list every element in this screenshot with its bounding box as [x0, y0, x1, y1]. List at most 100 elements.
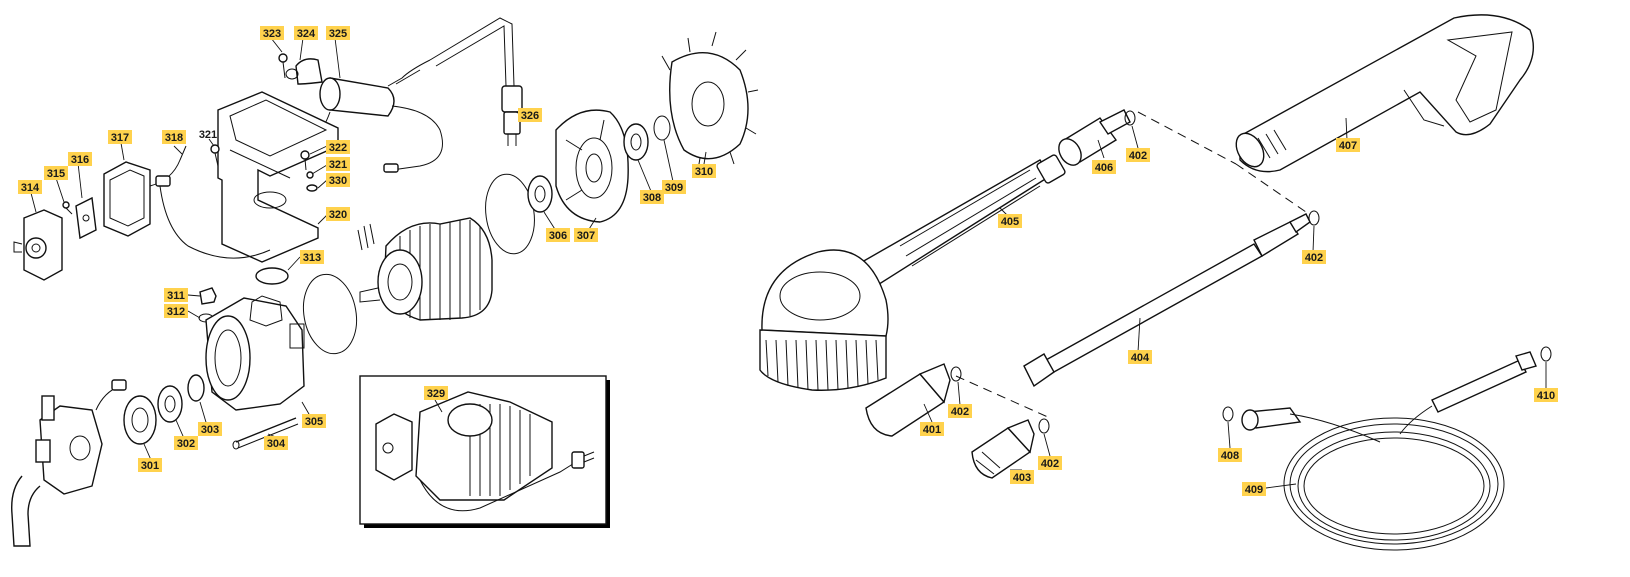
- label-402-nozzle-b: 402: [1038, 456, 1062, 470]
- svg-text:402: 402: [1041, 458, 1059, 470]
- label-315: 315: [44, 166, 68, 180]
- label-318: 318: [162, 130, 186, 144]
- switch-knob-314: [13, 209, 63, 281]
- svg-text:315: 315: [47, 168, 65, 180]
- label-329: 329: [424, 386, 448, 400]
- end-flange-307: [555, 109, 629, 223]
- screw-323: [278, 53, 288, 79]
- svg-text:406: 406: [1095, 162, 1113, 174]
- capacitor-clamp-part: [285, 58, 323, 85]
- lance-404: [1023, 213, 1311, 388]
- label-409: 409: [1242, 482, 1266, 496]
- svg-text:402: 402: [1129, 150, 1147, 162]
- label-310: 310: [692, 164, 716, 178]
- label-323: 323: [260, 26, 284, 40]
- screw-321: [210, 144, 220, 167]
- motor-stator-part: [357, 217, 493, 321]
- label-305: 305: [302, 414, 326, 428]
- label-406: 406: [1092, 160, 1116, 174]
- svg-text:310: 310: [695, 166, 713, 178]
- svg-text:329: 329: [427, 388, 445, 400]
- label-402-top: 402: [1126, 148, 1150, 162]
- svg-text:304: 304: [267, 438, 286, 450]
- accessories-assembly: [759, 14, 1552, 551]
- label-301: 301: [138, 458, 162, 472]
- label-402-lance: 402: [1302, 250, 1326, 264]
- o-ring-large: [302, 273, 358, 355]
- fan-310: [661, 31, 759, 171]
- svg-text:402: 402: [951, 406, 969, 418]
- svg-text:404: 404: [1131, 352, 1150, 364]
- pump-head-part: [11, 379, 127, 547]
- rotary-brush-405: [759, 154, 1066, 391]
- label-311: 311: [164, 288, 188, 302]
- o-ring-402-d: [1038, 418, 1050, 434]
- svg-text:402: 402: [1305, 252, 1323, 264]
- label-309: 309: [662, 180, 686, 194]
- pump-housing-305: [205, 295, 305, 411]
- label-405: 405: [998, 214, 1022, 228]
- ring-309: [653, 115, 671, 141]
- svg-text:302: 302: [177, 438, 195, 450]
- label-307: 307: [574, 228, 598, 242]
- bearing-302: [157, 385, 183, 423]
- svg-text:305: 305: [305, 416, 323, 428]
- hose-409: [1241, 351, 1537, 551]
- svg-text:321: 321: [199, 129, 217, 141]
- svg-text:326: 326: [521, 110, 539, 122]
- assembled-unit-inset: [359, 375, 610, 528]
- label-321: 321: [326, 157, 350, 171]
- svg-text:307: 307: [577, 230, 595, 242]
- label-308: 308: [640, 190, 664, 204]
- o-ring-402-b: [1308, 210, 1320, 226]
- svg-text:407: 407: [1339, 140, 1357, 152]
- o-ring-410: [1540, 346, 1552, 362]
- svg-text:306: 306: [549, 230, 567, 242]
- motor-pump-assembly: [11, 17, 759, 547]
- label-404: 404: [1128, 350, 1152, 364]
- svg-text:317: 317: [111, 132, 129, 144]
- label-402-nozzle-a: 402: [948, 404, 972, 418]
- label-304: 304: [264, 436, 288, 450]
- label-407: 407: [1336, 138, 1360, 152]
- nozzle-403: [971, 419, 1035, 479]
- seal-308: [623, 123, 649, 161]
- svg-text:301: 301: [141, 460, 159, 472]
- power-cord-part: [387, 17, 523, 146]
- label-324: 324: [294, 26, 318, 40]
- label-322: 322: [326, 140, 350, 154]
- svg-text:318: 318: [165, 132, 183, 144]
- svg-text:316: 316: [71, 154, 89, 166]
- switch-part: [103, 145, 271, 259]
- label-316: 316: [68, 152, 92, 166]
- label-306: 306: [546, 228, 570, 242]
- screw-315: [62, 201, 73, 215]
- wobble-plate-301: [123, 395, 157, 445]
- label-403: 403: [1010, 470, 1034, 484]
- label-314: 314: [18, 180, 42, 194]
- label-313: 313: [300, 250, 324, 264]
- svg-text:321: 321: [329, 159, 347, 171]
- ring-303: [187, 374, 205, 402]
- svg-text:313: 313: [303, 252, 321, 264]
- screws-322-321-330: [300, 150, 318, 192]
- svg-text:311: 311: [167, 290, 185, 302]
- label-321-top: 321: [199, 129, 217, 141]
- label-408: 408: [1218, 448, 1242, 462]
- label-410: 410: [1534, 388, 1558, 402]
- o-ring-402-c: [950, 366, 962, 382]
- spray-gun-407: [1235, 14, 1534, 173]
- label-302: 302: [174, 436, 198, 450]
- label-312: 312: [164, 304, 188, 318]
- o-ring-flange: [485, 173, 535, 255]
- label-303: 303: [198, 422, 222, 436]
- svg-text:405: 405: [1001, 216, 1019, 228]
- connection-line-gun: [1137, 111, 1237, 165]
- svg-text:409: 409: [1245, 484, 1263, 496]
- svg-text:325: 325: [329, 28, 347, 40]
- svg-text:303: 303: [201, 424, 219, 436]
- connection-line-nozzle: [955, 375, 1051, 419]
- svg-text:330: 330: [329, 175, 347, 187]
- label-330: 330: [326, 173, 350, 187]
